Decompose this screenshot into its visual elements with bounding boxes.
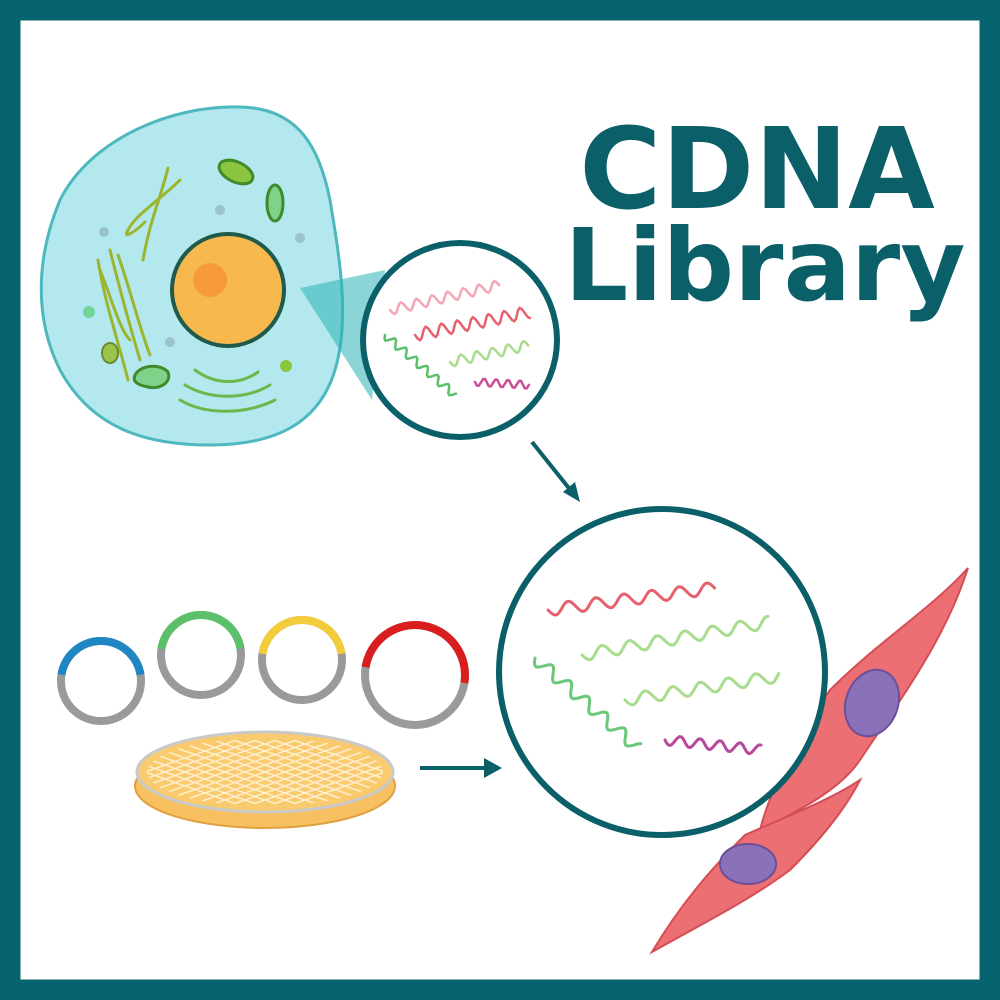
plasmid — [57, 637, 145, 725]
eukaryotic-cell — [39, 105, 345, 447]
mrna-strands — [383, 279, 532, 397]
mrna-strand — [448, 339, 530, 368]
mrna-strand — [663, 735, 763, 756]
streak-line — [194, 739, 376, 805]
endoplasmic-reticulum — [178, 368, 277, 413]
mrna-strand — [532, 656, 643, 748]
mrna-strand — [383, 333, 458, 397]
title-line-1: CDNA — [579, 105, 935, 235]
plasmid — [361, 621, 469, 729]
mitochondrion — [265, 183, 285, 223]
cdna-strands — [532, 581, 781, 756]
mrna-strand — [388, 279, 501, 316]
host-cell-nucleus — [843, 668, 901, 738]
streak-line — [294, 739, 383, 805]
plasmid-insert — [57, 637, 145, 676]
small-vesicles — [83, 205, 305, 372]
chromosomes — [96, 166, 182, 382]
plasmid — [258, 616, 346, 704]
plasmid — [157, 611, 245, 699]
nucleolus — [193, 263, 227, 297]
host-cell-nucleus — [719, 843, 777, 885]
mitochondrion — [132, 364, 171, 390]
mrna-strand — [546, 581, 717, 617]
streak-line — [234, 739, 383, 805]
arrow-down — [530, 440, 580, 502]
arrow-right — [420, 758, 502, 778]
mrna-strand — [580, 614, 770, 662]
host-cells — [649, 567, 969, 955]
mrna-strand — [473, 377, 531, 390]
nucleus — [170, 232, 286, 348]
petri-dish — [134, 730, 396, 829]
plasmid-insert — [157, 611, 245, 650]
mrna-strand — [413, 306, 532, 342]
mrna-strand — [623, 672, 781, 707]
plasmid-insert — [361, 621, 469, 684]
streak-line — [294, 739, 383, 805]
zoom-cone — [300, 270, 385, 400]
streak-line — [254, 739, 383, 805]
mitochondrion — [217, 158, 255, 186]
vesicle — [101, 342, 119, 364]
cdna-library-circle — [496, 506, 828, 838]
title-line-2: Library — [565, 207, 966, 324]
plasmids — [57, 611, 469, 729]
plasmid-insert — [258, 616, 346, 655]
streak-line — [274, 739, 383, 805]
mrna-zoom-circle — [360, 240, 560, 440]
